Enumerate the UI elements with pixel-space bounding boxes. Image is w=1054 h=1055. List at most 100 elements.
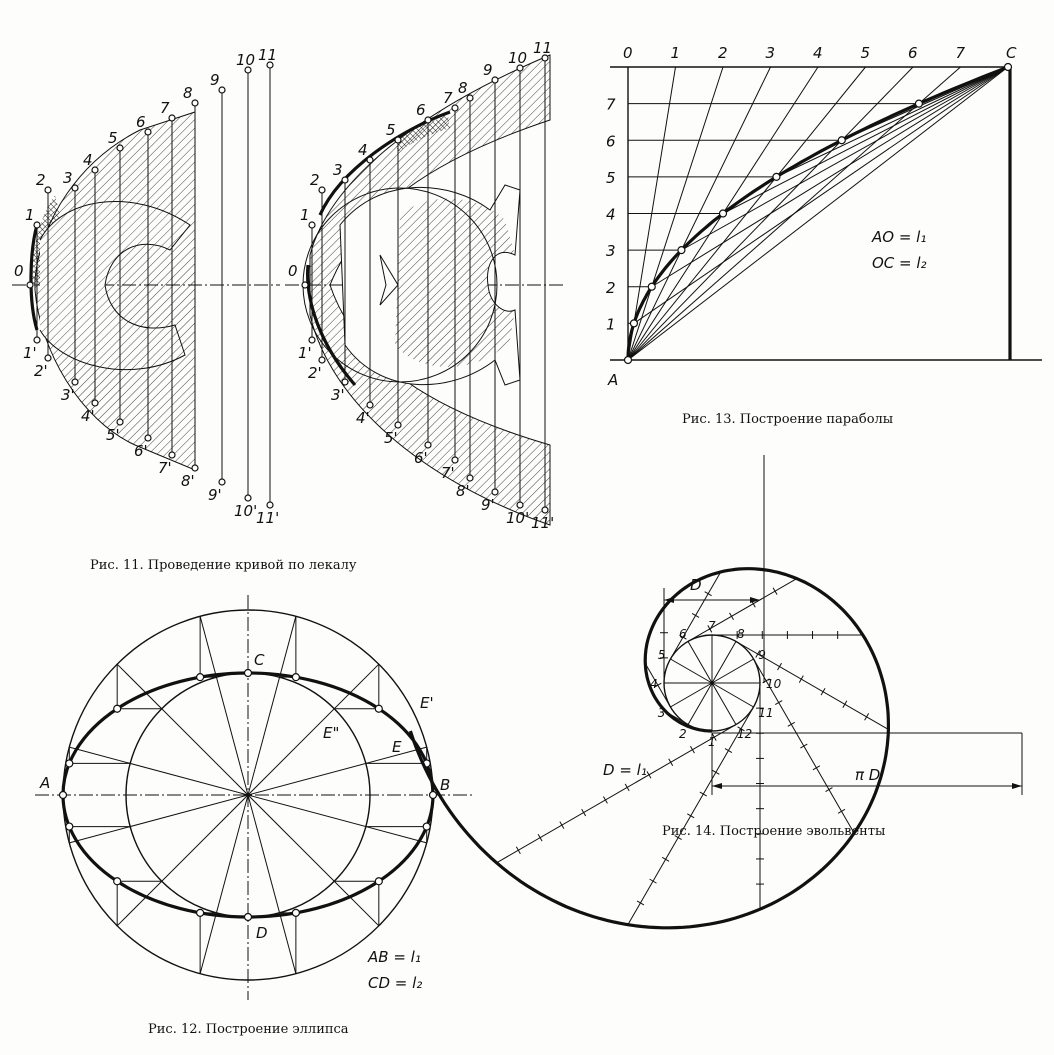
tick-mark	[704, 591, 712, 597]
point-label: 9'	[208, 486, 222, 504]
curve-point	[301, 281, 309, 289]
circle-division-label: 9	[758, 648, 766, 662]
top-division-label: 3	[766, 44, 776, 62]
fig12-caption: Рис. 12. Построение эллипса	[148, 1022, 349, 1037]
formula-ab: AB = l₁	[367, 948, 421, 966]
label-a: A	[607, 371, 618, 389]
point-label: 10'	[234, 502, 257, 520]
label-e-double-prime: E"	[323, 724, 339, 742]
point-label: 4'	[356, 409, 370, 427]
point-label: 2'	[34, 362, 48, 380]
top-division-label: 4	[813, 44, 823, 62]
point-label: 10	[508, 49, 527, 67]
curve-point	[33, 336, 41, 344]
left-division-label: 2	[606, 279, 616, 297]
circle-division-label: 10	[766, 677, 782, 691]
point-label: 5'	[106, 426, 120, 444]
curve-point	[424, 441, 432, 449]
point-label: 6'	[134, 442, 148, 460]
top-division-label: 2	[718, 44, 728, 62]
point-label: 2'	[308, 364, 322, 382]
parabola-point	[623, 355, 633, 365]
circle-division-label: 4	[650, 677, 658, 691]
circle-division-label: 5	[658, 648, 666, 662]
base-circle-spoke	[711, 658, 754, 684]
point-label: 11	[533, 39, 552, 57]
left-division-label: 7	[606, 96, 616, 114]
point-label: 5	[108, 129, 118, 147]
ellipse-axis-point	[243, 912, 253, 922]
parabola-point	[677, 246, 686, 255]
tick-mark	[654, 682, 662, 688]
point-label: 7'	[441, 464, 455, 482]
left-division-label: 3	[606, 242, 616, 260]
ellipse-point	[291, 673, 300, 682]
curve-point	[218, 478, 226, 486]
ellipse-point	[65, 822, 74, 831]
curve-point	[366, 401, 374, 409]
curve-point	[318, 356, 326, 364]
curve-point	[491, 488, 499, 496]
parabola-point	[629, 319, 639, 328]
chord-to-c	[681, 66, 1009, 251]
circle-division-label: 6	[679, 627, 687, 641]
tick-mark	[777, 662, 782, 671]
base-circle-spoke	[670, 682, 713, 708]
base-circle-spoke	[711, 682, 754, 708]
curve-point	[516, 64, 524, 72]
point-label: 1	[25, 206, 35, 224]
left-division-label: 6	[606, 132, 616, 150]
point-label: 7	[160, 99, 170, 117]
tick-mark	[724, 748, 733, 753]
circle-division-label: 11	[758, 706, 773, 720]
point-label: 7'	[158, 459, 172, 477]
curve-point	[33, 221, 41, 229]
point-label: 8	[458, 79, 468, 97]
point-label: 8'	[181, 472, 195, 490]
ellipse-point	[374, 877, 383, 886]
top-division-label: 0	[623, 44, 633, 62]
curve-point	[308, 221, 316, 229]
parabola-point	[1003, 62, 1013, 72]
label-c: C	[254, 651, 265, 669]
base-circle-spoke	[711, 682, 737, 725]
point-label: 8	[183, 84, 193, 102]
tick-mark	[798, 675, 804, 683]
tick-mark	[649, 878, 657, 884]
tick-mark	[679, 634, 687, 640]
top-division-label: 5	[861, 44, 871, 62]
tick-mark	[842, 700, 848, 708]
tick-mark	[559, 821, 565, 829]
curve-point	[218, 86, 226, 94]
top-division-label: 6	[908, 44, 918, 62]
label-c: C	[1006, 44, 1017, 62]
point-label: 4	[358, 141, 368, 159]
curve-point	[244, 494, 252, 502]
curve-point	[191, 99, 199, 107]
ellipse-point	[196, 673, 205, 682]
point-label: 6'	[414, 449, 428, 467]
point-label: 0	[14, 262, 24, 280]
point-label: 1'	[298, 344, 312, 362]
arrow-notch	[379, 254, 399, 306]
label-d: D	[256, 924, 268, 942]
point-label: 3	[333, 161, 343, 179]
point-label: 8'	[456, 482, 470, 500]
tick-mark	[515, 846, 521, 854]
parabola-point	[772, 172, 781, 181]
tick-mark	[581, 808, 587, 817]
curve-point	[394, 136, 402, 144]
point-label: 10'	[506, 509, 529, 527]
point-label: 11'	[256, 509, 279, 527]
tick-mark	[674, 835, 682, 841]
point-label: 6	[416, 101, 426, 119]
base-circle-spoke	[687, 641, 713, 684]
point-label: 1	[300, 206, 310, 224]
label-e-prime: E'	[420, 694, 434, 712]
tick-mark	[800, 743, 808, 749]
curve-point	[466, 94, 474, 102]
tick-mark	[755, 650, 761, 658]
point-label: 3'	[61, 386, 75, 404]
